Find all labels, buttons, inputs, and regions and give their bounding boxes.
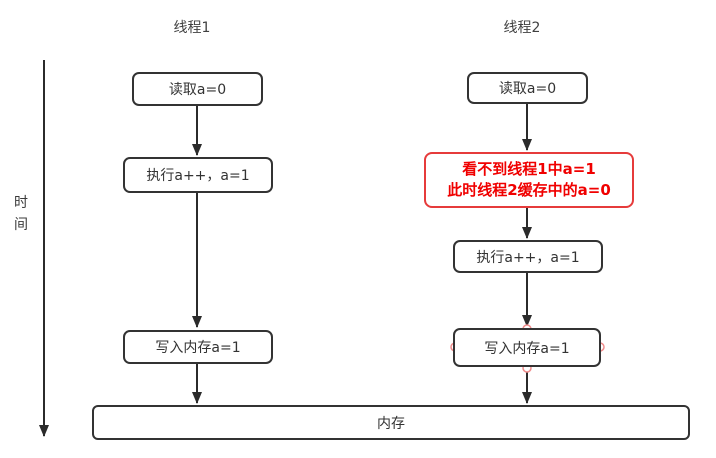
thread1-exec-box[interactable]: 执行a++，a=1 <box>123 157 273 193</box>
thread1-read-label: 读取a=0 <box>168 82 227 98</box>
thread2-write-box[interactable]: 写入内存a=1 <box>453 328 601 367</box>
thread1-read-box[interactable]: 读取a=0 <box>132 72 263 106</box>
time-axis-label[interactable]: 时间 <box>14 195 28 233</box>
thread1-exec-label: 执行a++，a=1 <box>146 168 250 184</box>
thread2-read-label: 读取a=0 <box>498 81 557 97</box>
thread1-write-label: 写入内存a=1 <box>155 340 241 356</box>
thread2-cache-note-box[interactable]: 看不到线程1中a=1 此时线程2缓存中的a=0 <box>424 152 634 208</box>
thread1-title[interactable]: 线程1 <box>173 20 211 36</box>
thread2-exec-box[interactable]: 执行a++，a=1 <box>453 240 603 273</box>
memory-label: 内存 <box>377 415 405 432</box>
thread1-write-box[interactable]: 写入内存a=1 <box>123 330 273 364</box>
thread2-exec-label: 执行a++，a=1 <box>476 249 580 266</box>
thread2-title[interactable]: 线程2 <box>503 20 541 36</box>
thread2-read-box[interactable]: 读取a=0 <box>467 72 588 104</box>
memory-box[interactable]: 内存 <box>92 405 690 440</box>
thread2-note-line1: 看不到线程1中a=1 <box>462 160 596 178</box>
thread2-write-label: 写入内存a=1 <box>484 340 570 357</box>
thread2-note-line2: 此时线程2缓存中的a=0 <box>447 181 611 199</box>
